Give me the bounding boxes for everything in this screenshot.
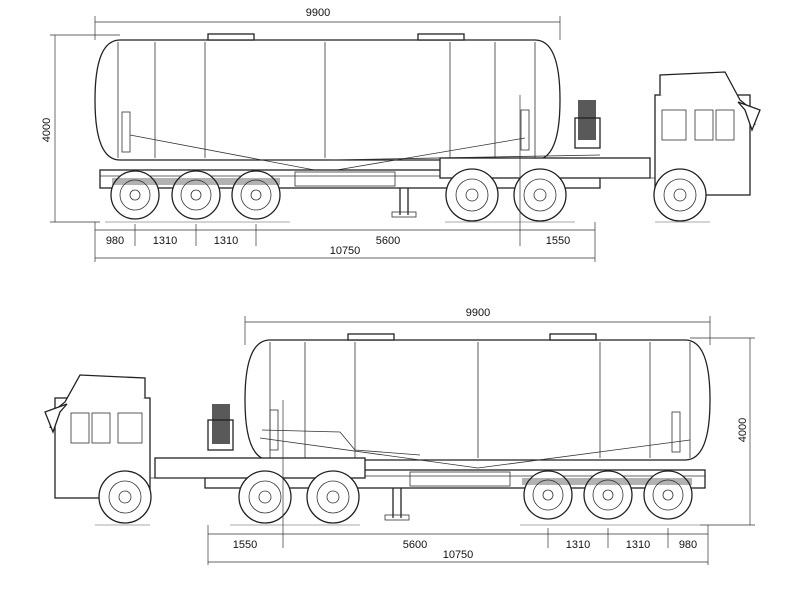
top-elevation-view: 9900 4000 [41, 7, 761, 262]
top-seg-2: 1310 [153, 235, 177, 247]
top-trailer-axles [110, 170, 281, 220]
top-tank [94, 33, 561, 173]
top-dim-9900-label: 9900 [306, 7, 330, 19]
top-seg-1: 980 [106, 235, 124, 247]
bottom-dim-height: 4000 [690, 337, 755, 526]
bottom-seg-4: 1310 [626, 539, 650, 551]
bottom-dim-height-label: 4000 [737, 418, 749, 442]
bottom-trailer-axles [522, 470, 693, 520]
bottom-segment-dims: 1550 5600 1310 1310 980 10750 [207, 400, 709, 565]
bottom-overall-length: 10750 [443, 549, 474, 561]
top-dim-height: 4000 [41, 34, 120, 223]
bottom-dim-9900-label: 9900 [466, 307, 490, 319]
bottom-seg-5: 980 [679, 539, 697, 551]
top-overall-length: 10750 [330, 245, 361, 257]
top-seg-5: 1550 [546, 235, 570, 247]
bottom-seg-2: 5600 [403, 539, 427, 551]
top-seg-4: 5600 [376, 235, 400, 247]
top-dim-height-label: 4000 [41, 118, 53, 142]
bottom-tractor [44, 374, 366, 524]
bottom-seg-3: 1310 [566, 539, 590, 551]
top-tractor [439, 71, 761, 222]
bottom-dim-9900: 9900 [244, 307, 711, 345]
bottom-tank [244, 333, 711, 469]
bottom-elevation-view: 9900 4000 [44, 307, 755, 565]
bottom-seg-1: 1550 [233, 539, 257, 551]
top-segment-dims: 980 1310 1310 5600 1550 10750 [94, 95, 596, 262]
top-seg-3: 1310 [214, 235, 238, 247]
top-dim-9900: 9900 [94, 7, 561, 40]
